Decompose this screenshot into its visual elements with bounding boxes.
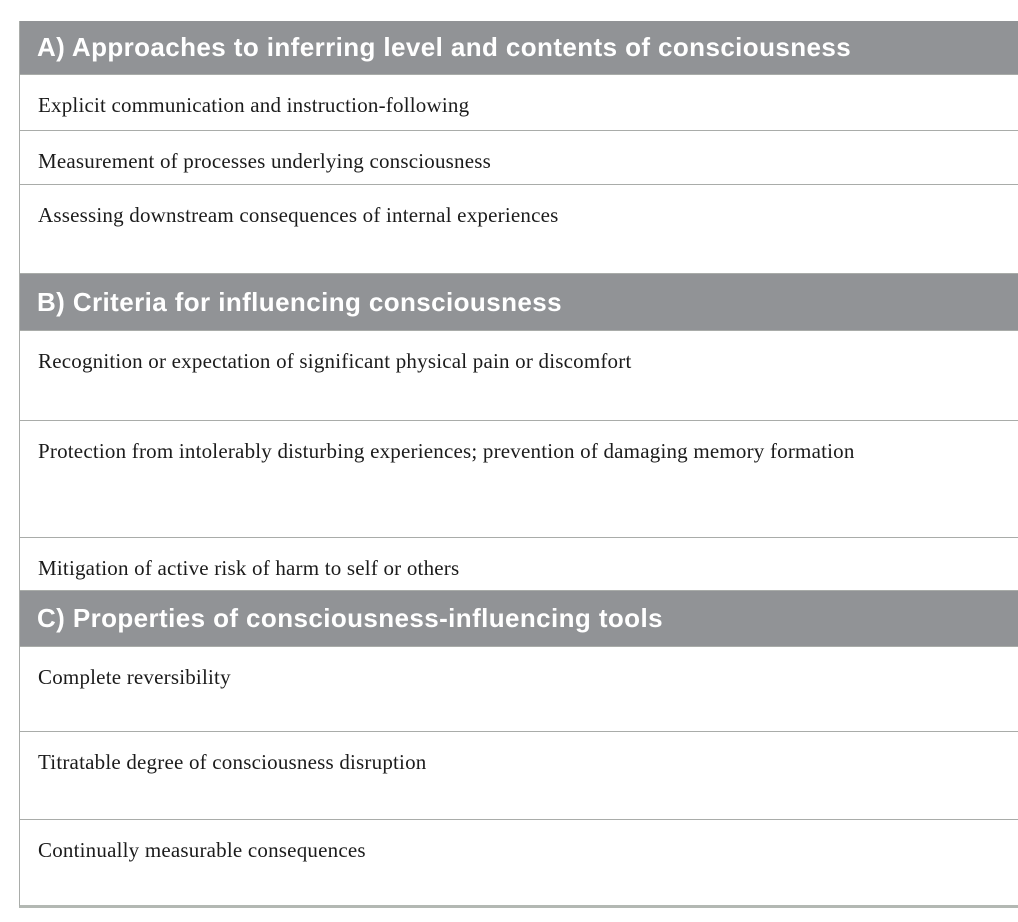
table-row: Recognition or expectation of significan…	[20, 330, 1018, 420]
section-header-b: B) Criteria for influencing consciousnes…	[20, 273, 1018, 330]
section-b-title: B) Criteria for influencing consciousnes…	[37, 286, 562, 317]
consciousness-criteria-table: A) Approaches to inferring level and con…	[19, 21, 1018, 908]
section-c-title: C) Properties of consciousness-influenci…	[37, 603, 663, 633]
cell-text: Mitigation of active risk of harm to sel…	[38, 556, 460, 580]
cell-text: Protection from intolerably disturbing e…	[38, 439, 855, 463]
cell-text: Measurement of processes underlying cons…	[38, 149, 492, 173]
table-row: Titratable degree of consciousness disru…	[20, 731, 1018, 819]
table-row: Assessing downstream consequences of int…	[20, 184, 1018, 273]
table-row: Complete reversibility	[20, 646, 1018, 731]
cell-text: Assessing downstream consequences of int…	[38, 203, 559, 227]
table-row: Mitigation of active risk of harm to sel…	[20, 537, 1018, 590]
cell-text: Continually measurable consequences	[38, 838, 366, 862]
cell-text: Recognition or expectation of significan…	[38, 349, 632, 373]
cell-text: Titratable degree of consciousness disru…	[38, 750, 427, 774]
table-row: Measurement of processes underlying cons…	[20, 130, 1018, 184]
section-header-c: C) Properties of consciousness-influenci…	[20, 590, 1018, 646]
section-a-title: A) Approaches to inferring level and con…	[37, 32, 852, 62]
table-row: Continually measurable consequences	[20, 819, 1018, 905]
section-header-a: A) Approaches to inferring level and con…	[20, 21, 1018, 74]
table-row: Protection from intolerably disturbing e…	[20, 420, 1018, 537]
cell-text: Complete reversibility	[38, 665, 231, 689]
table-row: Explicit communication and instruction-f…	[20, 74, 1018, 130]
cell-text: Explicit communication and instruction-f…	[38, 93, 470, 117]
